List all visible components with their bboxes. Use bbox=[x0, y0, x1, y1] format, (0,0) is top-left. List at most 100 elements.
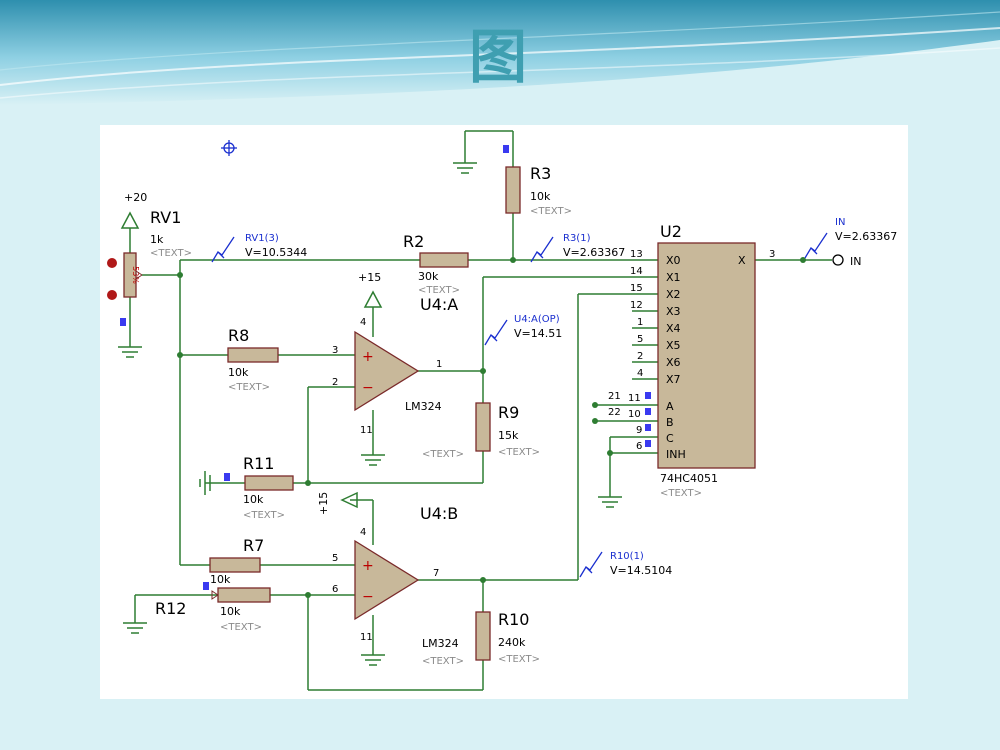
resistor-r11: R11 10k <TEXT> bbox=[199, 454, 294, 521]
svg-text:30k: 30k bbox=[418, 270, 439, 283]
slide-title: 图 bbox=[468, 23, 531, 91]
svg-text:5: 5 bbox=[332, 553, 338, 564]
svg-text:<TEXT>: <TEXT> bbox=[243, 510, 285, 521]
voltage-probe-rv1: RV1(3) V=10.5344 bbox=[211, 233, 307, 263]
svg-text:R3: R3 bbox=[530, 164, 551, 183]
svg-text:V=2.63367: V=2.63367 bbox=[835, 230, 897, 243]
resistor-r10: R10 240k <TEXT> <TEXT> bbox=[422, 610, 540, 667]
voltage-probe-r3: R3(1) V=2.63367 bbox=[530, 233, 625, 263]
svg-text:X1: X1 bbox=[666, 271, 681, 284]
svg-text:RV1(3): RV1(3) bbox=[245, 233, 279, 244]
svg-text:RV1: RV1 bbox=[150, 208, 181, 227]
svg-text:15: 15 bbox=[630, 283, 643, 294]
junction-dots bbox=[177, 257, 806, 598]
svg-text:2: 2 bbox=[332, 377, 338, 388]
svg-text:<TEXT>: <TEXT> bbox=[660, 488, 702, 499]
svg-text:<TEXT>: <TEXT> bbox=[150, 248, 192, 259]
svg-text:<TEXT>: <TEXT> bbox=[498, 447, 540, 458]
svg-text:11: 11 bbox=[360, 632, 373, 643]
svg-text:U4:A: U4:A bbox=[420, 295, 458, 314]
resistor-r2: R2 30k <TEXT> bbox=[403, 232, 469, 296]
svg-text:14: 14 bbox=[630, 266, 643, 277]
resistor-r3: R3 10k <TEXT> bbox=[505, 164, 572, 217]
svg-text:X0: X0 bbox=[666, 254, 681, 267]
svg-text:V=10.5344: V=10.5344 bbox=[245, 246, 307, 259]
svg-text:<TEXT>: <TEXT> bbox=[530, 206, 572, 217]
svg-text:21: 21 bbox=[608, 391, 621, 402]
svg-text:7: 7 bbox=[433, 568, 439, 579]
svg-text:C: C bbox=[666, 432, 674, 445]
svg-text:15k: 15k bbox=[498, 429, 519, 442]
svg-text:<TEXT>: <TEXT> bbox=[418, 285, 460, 296]
schematic-canvas: +20 53% RV1 1k <TEXT> R3 10k <TEXT> R2 3… bbox=[100, 125, 908, 699]
svg-text:V=2.63367: V=2.63367 bbox=[563, 246, 625, 259]
svg-text:LM324: LM324 bbox=[405, 400, 442, 413]
resistor-r9: R9 15k <TEXT> <TEXT> bbox=[422, 402, 540, 460]
svg-text:1: 1 bbox=[436, 359, 442, 370]
svg-text:<TEXT>: <TEXT> bbox=[220, 622, 262, 633]
svg-text:V=14.5104: V=14.5104 bbox=[610, 564, 672, 577]
svg-text:R7: R7 bbox=[243, 536, 264, 555]
voltage-probe-u4a: U4:A(OP) V=14.51 bbox=[484, 314, 562, 346]
svg-text:240k: 240k bbox=[498, 636, 526, 649]
svg-text:+15: +15 bbox=[358, 271, 381, 284]
svg-text:2: 2 bbox=[637, 351, 643, 362]
svg-text:R12: R12 bbox=[155, 599, 186, 618]
svg-text:6: 6 bbox=[332, 584, 338, 595]
svg-text:X: X bbox=[738, 254, 746, 267]
svg-text:10k: 10k bbox=[530, 190, 551, 203]
svg-text:A: A bbox=[666, 400, 674, 413]
wires bbox=[129, 130, 832, 691]
svg-text:<TEXT>: <TEXT> bbox=[422, 449, 464, 460]
svg-text:1: 1 bbox=[637, 317, 643, 328]
svg-text:74HC4051: 74HC4051 bbox=[660, 472, 718, 485]
svg-text:<TEXT>: <TEXT> bbox=[228, 382, 270, 393]
svg-text:10k: 10k bbox=[228, 366, 249, 379]
voltage-probe-r10: R10(1) V=14.5104 bbox=[579, 551, 672, 578]
svg-text:R10(1): R10(1) bbox=[610, 551, 644, 562]
slide-header-wave bbox=[0, 0, 1000, 105]
svg-text:U4:B: U4:B bbox=[420, 504, 458, 523]
svg-text:1k: 1k bbox=[150, 233, 164, 246]
svg-text:R9: R9 bbox=[498, 403, 519, 422]
svg-text:R2: R2 bbox=[403, 232, 424, 251]
svg-text:10k: 10k bbox=[220, 605, 241, 618]
svg-text:X6: X6 bbox=[666, 356, 681, 369]
svg-text:11: 11 bbox=[628, 393, 641, 404]
terminal-in: IN bbox=[832, 254, 861, 268]
svg-text:X5: X5 bbox=[666, 339, 681, 352]
svg-text:6: 6 bbox=[636, 441, 642, 452]
svg-text:10k: 10k bbox=[210, 573, 231, 586]
svg-text:3: 3 bbox=[769, 249, 775, 260]
svg-text:22: 22 bbox=[608, 407, 621, 418]
svg-text:IN: IN bbox=[850, 255, 861, 268]
resistor-r8: R8 10k <TEXT> bbox=[227, 326, 279, 393]
svg-text:R8: R8 bbox=[228, 326, 249, 345]
svg-text:4: 4 bbox=[360, 317, 366, 328]
svg-text:10k: 10k bbox=[243, 493, 264, 506]
svg-text:U4:A(OP): U4:A(OP) bbox=[514, 314, 560, 325]
svg-text:3: 3 bbox=[332, 345, 338, 356]
voltage-probe-in: IN V=2.63367 bbox=[804, 217, 897, 259]
svg-text:+: + bbox=[362, 349, 374, 365]
svg-text:−: − bbox=[362, 380, 374, 396]
ground-symbol-r3 bbox=[453, 162, 477, 174]
svg-text:X3: X3 bbox=[666, 305, 681, 318]
svg-text:X7: X7 bbox=[666, 373, 681, 386]
opamp-u4a: +15 + − 4 3 2 1 11 U4:A LM324 bbox=[332, 271, 458, 466]
svg-text:+: + bbox=[362, 558, 374, 574]
mux-u2: U2 74HC4051 <TEXT> X0 X1 X2 X3 X4 X5 X6 … bbox=[598, 222, 775, 508]
svg-text:9: 9 bbox=[636, 425, 642, 436]
svg-text:R11: R11 bbox=[243, 454, 274, 473]
svg-text:R3(1): R3(1) bbox=[563, 233, 591, 244]
svg-text:U2: U2 bbox=[660, 222, 682, 241]
svg-text:−: − bbox=[362, 589, 374, 605]
svg-text:V=14.51: V=14.51 bbox=[514, 327, 562, 340]
svg-text:X4: X4 bbox=[666, 322, 681, 335]
svg-text:R10: R10 bbox=[498, 610, 529, 629]
svg-text:4: 4 bbox=[637, 368, 643, 379]
svg-text:<TEXT>: <TEXT> bbox=[498, 654, 540, 665]
svg-text:IN: IN bbox=[835, 217, 845, 228]
svg-text:10: 10 bbox=[628, 409, 641, 420]
svg-text:4: 4 bbox=[360, 527, 366, 538]
